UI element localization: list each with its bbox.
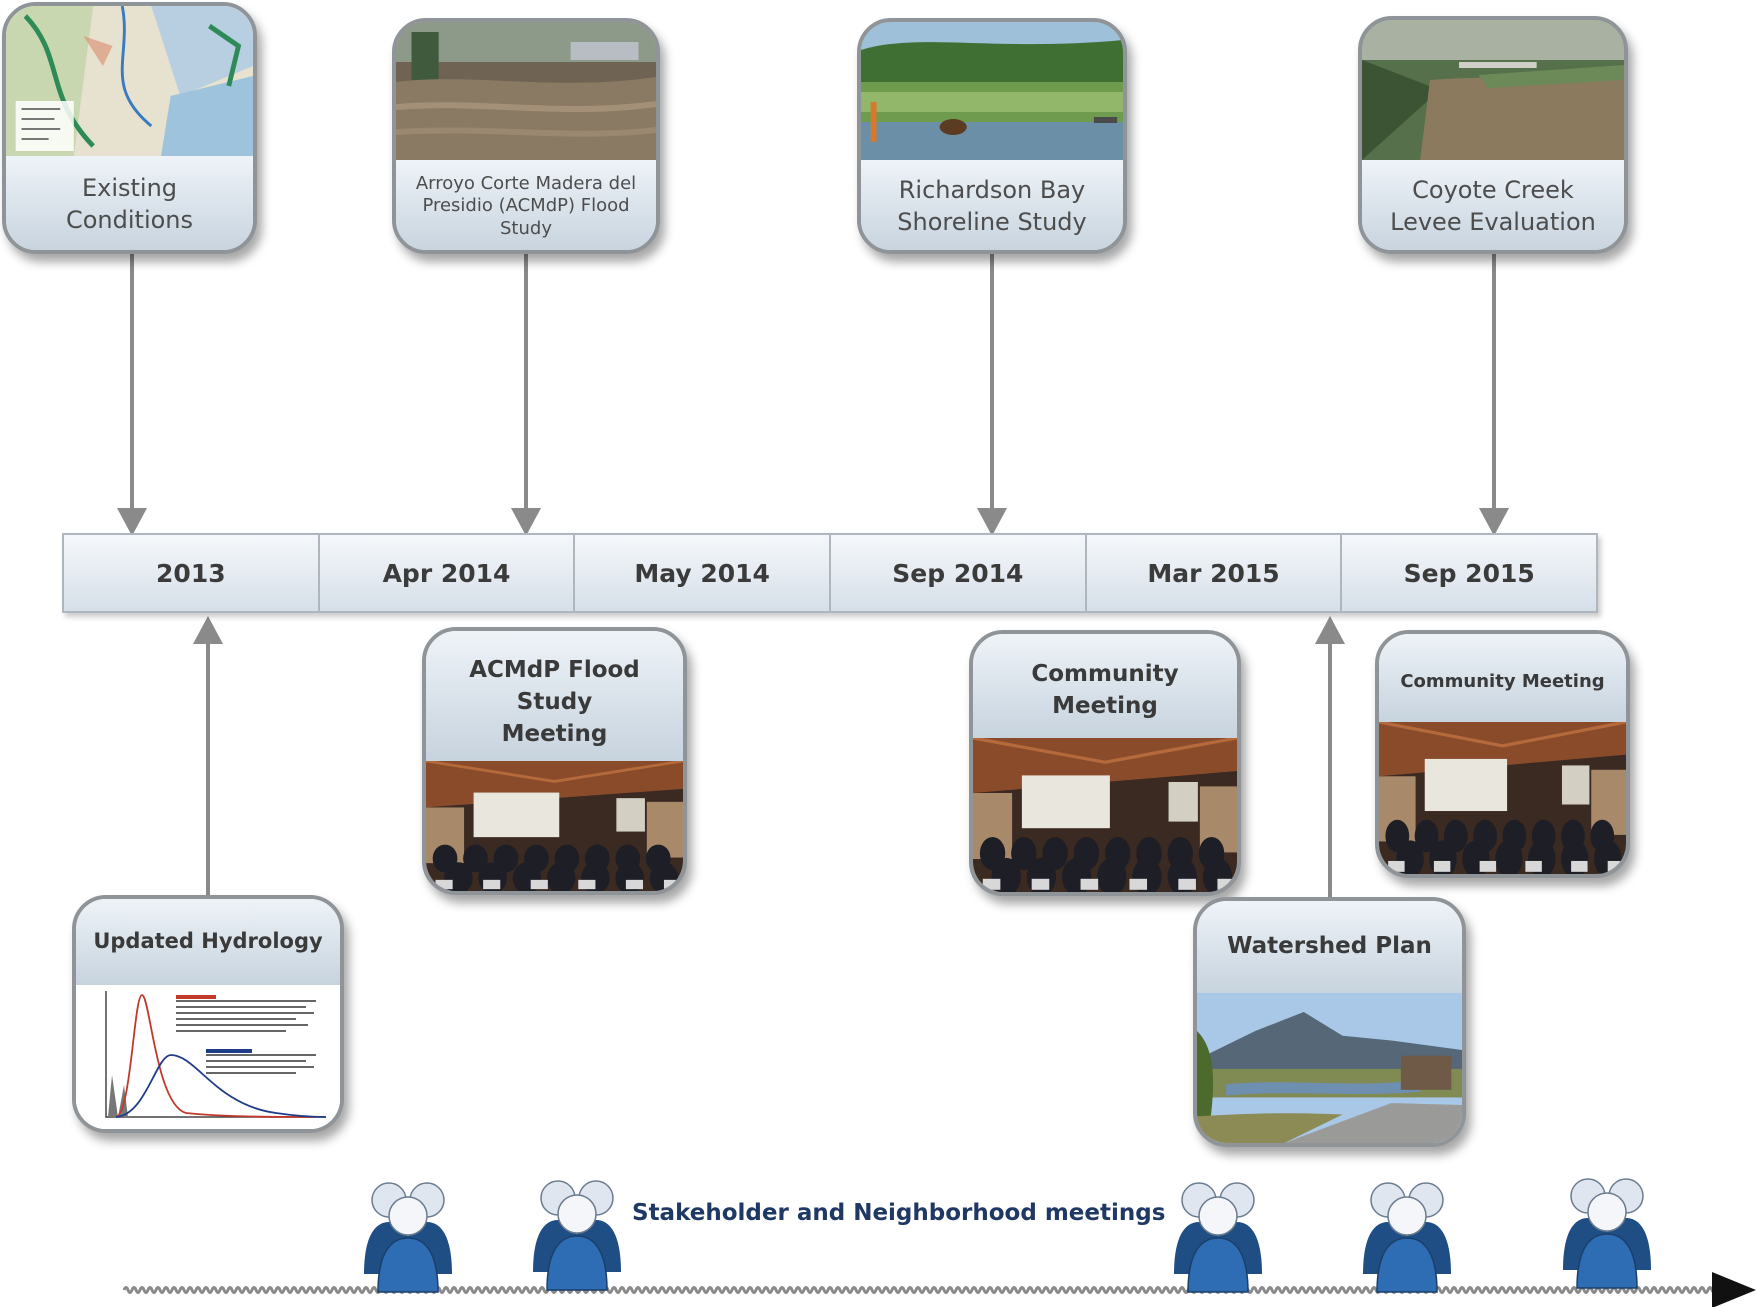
card-community-meeting-2: Community Meeting (1375, 630, 1630, 878)
card-acmdp-flood-study: Arroyo Corte Madera del Presidio (ACMdP)… (392, 18, 660, 254)
watershed-landscape-photo (1197, 993, 1462, 1143)
card-community-meeting-1: Community Meeting (969, 630, 1241, 896)
watershed-plan-label: Watershed Plan (1197, 901, 1462, 993)
coyote-creek-label: Coyote Creek Levee Evaluation (1362, 160, 1624, 250)
arrowhead-updated-hydrology (193, 616, 223, 644)
coyote-creek-line2: Levee Evaluation (1390, 207, 1596, 236)
meeting-room-photo (1379, 722, 1626, 874)
map-thumbnail (6, 6, 253, 156)
shoreline-dog-photo (861, 22, 1123, 160)
acmdp-flood-study-line1: Arroyo Corte Madera del (415, 172, 637, 194)
acmdp-meeting-label: ACMdP Flood Study Meeting (426, 631, 683, 761)
card-existing-conditions: Existing Conditions (2, 2, 257, 254)
baseline-arrowhead (1712, 1272, 1756, 1307)
axis-period-sep-2015: Sep 2015 (1403, 558, 1535, 588)
community-meeting-2-line1: Community Meeting (1400, 671, 1605, 693)
arrowhead-watershed-plan (1315, 616, 1345, 644)
community-meeting-2-label: Community Meeting (1379, 634, 1626, 722)
card-watershed-plan: Watershed Plan (1193, 897, 1466, 1147)
people-group-icon (1559, 1174, 1655, 1290)
people-group-icon (1359, 1178, 1455, 1294)
updated-hydrology-label: Updated Hydrology (76, 899, 340, 985)
creek-levee-photo (1362, 20, 1624, 160)
hydrograph-chart (76, 985, 340, 1129)
richardson-bay-line1: Richardson Bay (898, 176, 1086, 205)
axis-period-mar-2015: Mar 2015 (1087, 535, 1343, 611)
acmdp-flood-study-line3: Study (500, 217, 552, 239)
updated-hydrology-line1: Updated Hydrology (93, 929, 323, 954)
arrowhead-coyote-creek (1479, 508, 1509, 536)
coyote-creek-line1: Coyote Creek (1412, 176, 1574, 205)
arrowhead-richardson-bay (977, 508, 1007, 536)
community-meeting-1-line2: Meeting (1052, 693, 1158, 719)
richardson-bay-label: Richardson Bay Shoreline Study (861, 160, 1123, 250)
richardson-bay-line2: Shoreline Study (897, 207, 1087, 236)
axis-period-sep-2014: Sep 2014 (831, 535, 1087, 611)
people-group-icon (529, 1176, 625, 1292)
acmdp-flood-study-line2: Presidio (ACMdP) Flood (422, 195, 630, 217)
acmdp-flood-study-label: Arroyo Corte Madera del Presidio (ACMdP)… (396, 160, 656, 250)
arrowhead-existing-conditions (117, 508, 147, 536)
existing-conditions-line2: Conditions (65, 205, 194, 234)
acmdp-meeting-line1: ACMdP Flood (469, 656, 640, 683)
card-updated-hydrology: Updated Hydrology (72, 895, 344, 1133)
flooded-creek-photo (396, 22, 656, 160)
stakeholder-meetings-label: Stakeholder and Neighborhood meetings (632, 1200, 1166, 1226)
card-richardson-bay: Richardson Bay Shoreline Study (857, 18, 1127, 254)
watershed-plan-line1: Watershed Plan (1227, 933, 1432, 960)
community-meeting-1-label: Community Meeting (973, 634, 1237, 738)
meeting-room-photo (426, 761, 683, 891)
card-coyote-creek: Coyote Creek Levee Evaluation (1358, 16, 1628, 254)
arrowhead-acmdp-flood-study (511, 508, 541, 536)
existing-conditions-line1: Existing (81, 174, 178, 203)
axis-period-apr-2014: Apr 2014 (320, 535, 576, 611)
acmdp-meeting-line2: Study (516, 688, 593, 715)
axis-period-may-2014: May 2014 (575, 535, 832, 611)
timeline-axis: 2013 Apr 2014 May 2014 Sep 2014 Mar 2015… (62, 533, 1598, 613)
people-group-icon (360, 1178, 456, 1294)
community-meeting-1-line1: Community (1031, 660, 1179, 687)
acmdp-meeting-line3: Meeting (501, 721, 608, 748)
axis-period-2013: 2013 (64, 535, 320, 611)
card-acmdp-meeting: ACMdP Flood Study Meeting (422, 627, 687, 895)
people-group-icon (1170, 1178, 1266, 1294)
meeting-room-photo (973, 738, 1237, 892)
existing-conditions-label: Existing Conditions (6, 156, 253, 250)
